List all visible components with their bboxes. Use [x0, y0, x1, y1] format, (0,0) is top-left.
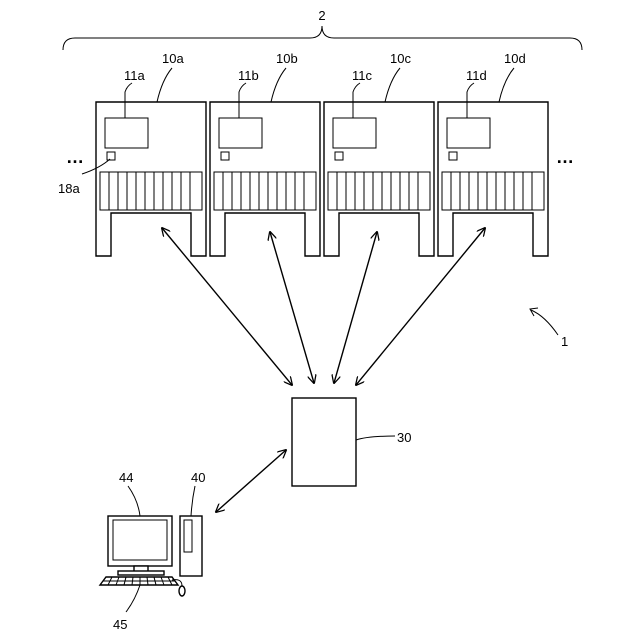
- label-40: 40: [191, 470, 205, 485]
- label-1: 1: [561, 334, 568, 349]
- machine-10d: [438, 102, 548, 256]
- monitor-44: [108, 516, 172, 575]
- monitor-frame: [108, 516, 172, 566]
- label-10c: 10c: [390, 51, 411, 66]
- mouse: [179, 586, 185, 596]
- label-10d: 10d: [504, 51, 526, 66]
- group-brace: [63, 26, 582, 50]
- label-10a: 10a: [162, 51, 184, 66]
- label-11b: 11b: [238, 68, 259, 83]
- leader-10b: [271, 68, 286, 102]
- label-30: 30: [397, 430, 411, 445]
- arrow-10a-server: [162, 228, 292, 385]
- label-18a: 18a: [58, 181, 80, 196]
- leader-44: [128, 486, 140, 516]
- monitor-base: [118, 571, 164, 575]
- leader-10c: [385, 68, 400, 102]
- label-45: 45: [113, 617, 127, 632]
- leader-40: [191, 486, 195, 516]
- computer-tower: [180, 516, 202, 576]
- ellipsis-right: …: [556, 147, 574, 167]
- label-11a: 11a: [124, 68, 145, 83]
- server-30: [292, 398, 356, 486]
- machine-10b: [210, 102, 320, 256]
- leader-1: [531, 310, 558, 335]
- leader-30: [356, 436, 395, 440]
- ellipsis-left: …: [66, 147, 84, 167]
- label-group: 2: [318, 8, 325, 23]
- keyboard-45: [100, 577, 185, 596]
- label-11c: 11c: [352, 68, 372, 83]
- arrow-10c-server: [334, 232, 377, 383]
- computer-40: [180, 516, 202, 576]
- arrow-server-computer: [216, 450, 286, 512]
- label-11d: 11d: [466, 68, 487, 83]
- leader-45: [126, 585, 140, 612]
- leader-10d: [499, 68, 514, 102]
- machine-10c: [324, 102, 434, 256]
- label-10b: 10b: [276, 51, 298, 66]
- leader-10a: [157, 68, 172, 102]
- machine-10a: [96, 102, 206, 256]
- label-44: 44: [119, 470, 133, 485]
